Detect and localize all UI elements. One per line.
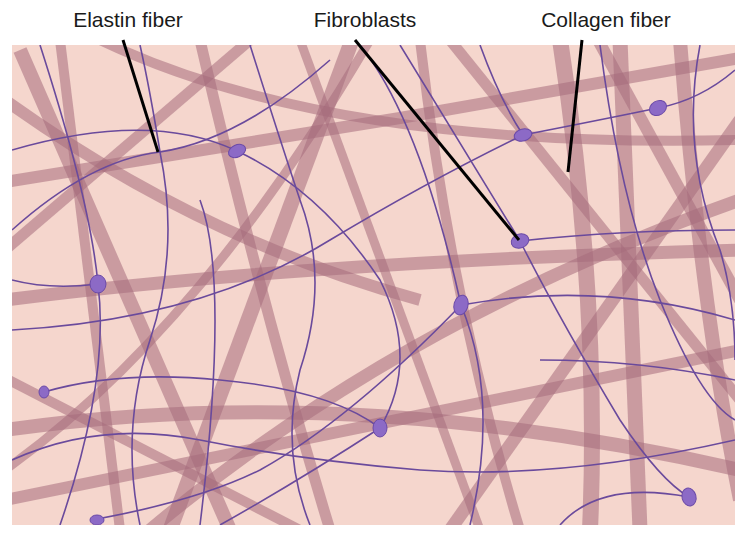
- elastin-fiber: [400, 45, 689, 497]
- collagen-fiber: [560, 45, 592, 525]
- fibroblasts: [39, 97, 698, 525]
- elastin-fiber: [461, 295, 735, 320]
- leader-line: [355, 40, 519, 240]
- elastin-fiber: [12, 130, 400, 428]
- fibroblast-cell: [39, 386, 49, 398]
- elastin-fiber: [523, 70, 735, 135]
- fibroblast-cell: [513, 127, 533, 143]
- elastin-fiber: [12, 433, 735, 472]
- elastin-fiber: [132, 152, 168, 525]
- collagen-fiber: [620, 45, 640, 525]
- elastin-fiber: [560, 492, 689, 525]
- fibroblast-cell: [647, 97, 670, 118]
- part-label: Collagen fiber: [539, 8, 673, 32]
- elastin-fiber: [360, 45, 461, 305]
- elastin-fiber: [140, 45, 160, 152]
- collagen-fiber: [12, 45, 370, 470]
- elastin-fiber: [12, 135, 523, 330]
- leader-line: [123, 40, 158, 152]
- fibroblast-cell: [373, 419, 387, 437]
- fibroblast-cell: [90, 275, 106, 293]
- part-label: Elastin fiber: [71, 8, 185, 32]
- elastin-fiber: [250, 45, 315, 525]
- elastin-fiber: [461, 305, 483, 525]
- collagen-fiber: [150, 200, 735, 525]
- elastin-fibers: [12, 45, 735, 525]
- fibroblast-cell: [226, 142, 247, 160]
- elastin-fiber: [540, 360, 735, 380]
- elastin-fiber: [12, 280, 98, 286]
- elastin-fiber: [97, 305, 461, 519]
- collagen-fibers: [12, 45, 735, 525]
- elastin-fiber: [693, 45, 735, 360]
- elastin-fiber: [220, 428, 380, 525]
- part-label: Fibroblasts: [312, 8, 419, 32]
- tissue-fibers: [12, 45, 735, 525]
- collagen-fiber: [12, 45, 250, 250]
- fibroblast-cell: [90, 515, 104, 525]
- collagen-fiber: [100, 45, 735, 141]
- collagen-fiber: [680, 45, 735, 500]
- elastin-fiber: [200, 200, 215, 525]
- leader-lines: [123, 40, 582, 240]
- fibroblast-cell: [680, 486, 698, 507]
- leader-line: [568, 40, 582, 172]
- elastin-fiber: [480, 45, 523, 135]
- fibroblast-cell: [452, 294, 471, 317]
- elastin-fiber: [520, 230, 735, 241]
